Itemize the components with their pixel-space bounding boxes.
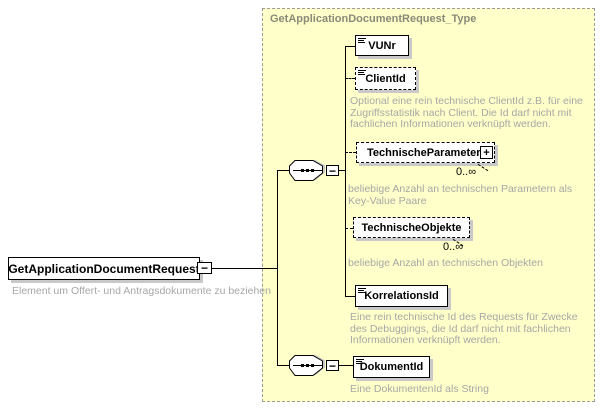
text-content-icon bbox=[356, 359, 364, 365]
connector-line bbox=[277, 170, 278, 366]
element-label: GetApplicationDocumentRequest bbox=[8, 261, 200, 276]
connector-line bbox=[212, 268, 277, 269]
element-label: KorrelationsId bbox=[364, 290, 439, 302]
connector-line bbox=[345, 46, 346, 296]
connector-line bbox=[345, 46, 355, 47]
occurrence-label: 0..∞ bbox=[456, 166, 477, 178]
element-label: VUNr bbox=[368, 39, 396, 52]
connector-line bbox=[345, 78, 355, 79]
element-label: DokumentId bbox=[359, 361, 424, 373]
element-box-technischeparameter[interactable]: TechnischeParameter + bbox=[356, 142, 495, 163]
element-box-korrelationsid[interactable]: KorrelationsId bbox=[355, 285, 448, 307]
connector-line bbox=[345, 152, 356, 153]
text-content-icon bbox=[358, 38, 366, 44]
element-box-clientid[interactable]: ClientId bbox=[355, 67, 416, 90]
element-box-vunr[interactable]: VUNr bbox=[355, 35, 409, 56]
element-box-getapplicationdocumentrequest[interactable]: GetApplicationDocumentRequest bbox=[8, 257, 200, 280]
connector-line bbox=[277, 170, 290, 171]
element-box-dokumentid[interactable]: DokumentId bbox=[353, 356, 430, 378]
occurrence-label: 0..∞ bbox=[443, 241, 464, 253]
connector-line bbox=[345, 296, 355, 297]
text-content-icon bbox=[358, 70, 366, 76]
complex-type-title: GetApplicationDocumentRequest_Type bbox=[270, 13, 477, 25]
element-annotation: beliebige Anzahl an technischen Paramete… bbox=[348, 183, 573, 207]
element-annotation: Element um Offert- und Antragsdokumente … bbox=[12, 285, 271, 297]
element-label: TechnischeObjekte bbox=[361, 221, 462, 234]
connector-line bbox=[339, 170, 345, 171]
element-annotation: beliebige Anzahl an technischen Objekten bbox=[348, 257, 543, 269]
sequence-icon[interactable] bbox=[289, 159, 330, 186]
text-content-icon bbox=[358, 288, 366, 294]
expand-icon[interactable]: + bbox=[480, 146, 493, 159]
collapse-icon[interactable]: − bbox=[326, 360, 339, 372]
connector-line bbox=[277, 365, 290, 366]
collapse-icon[interactable]: − bbox=[197, 262, 212, 274]
element-label: TechnischeParameter bbox=[367, 146, 481, 159]
sequence-icon[interactable] bbox=[289, 354, 330, 381]
connector-line bbox=[345, 228, 353, 229]
element-label: ClientId bbox=[365, 72, 406, 85]
element-annotation: Optional eine rein technische ClientId z… bbox=[350, 95, 583, 130]
connector-line bbox=[339, 365, 353, 366]
element-annotation: Eine DokumentenId als String bbox=[350, 383, 489, 395]
collapse-icon[interactable]: − bbox=[326, 165, 339, 177]
element-annotation: Eine rein technische Id des Requests für… bbox=[350, 311, 578, 346]
complex-type-container bbox=[262, 8, 595, 402]
element-box-technischeobjekte[interactable]: TechnischeObjekte bbox=[353, 217, 470, 238]
